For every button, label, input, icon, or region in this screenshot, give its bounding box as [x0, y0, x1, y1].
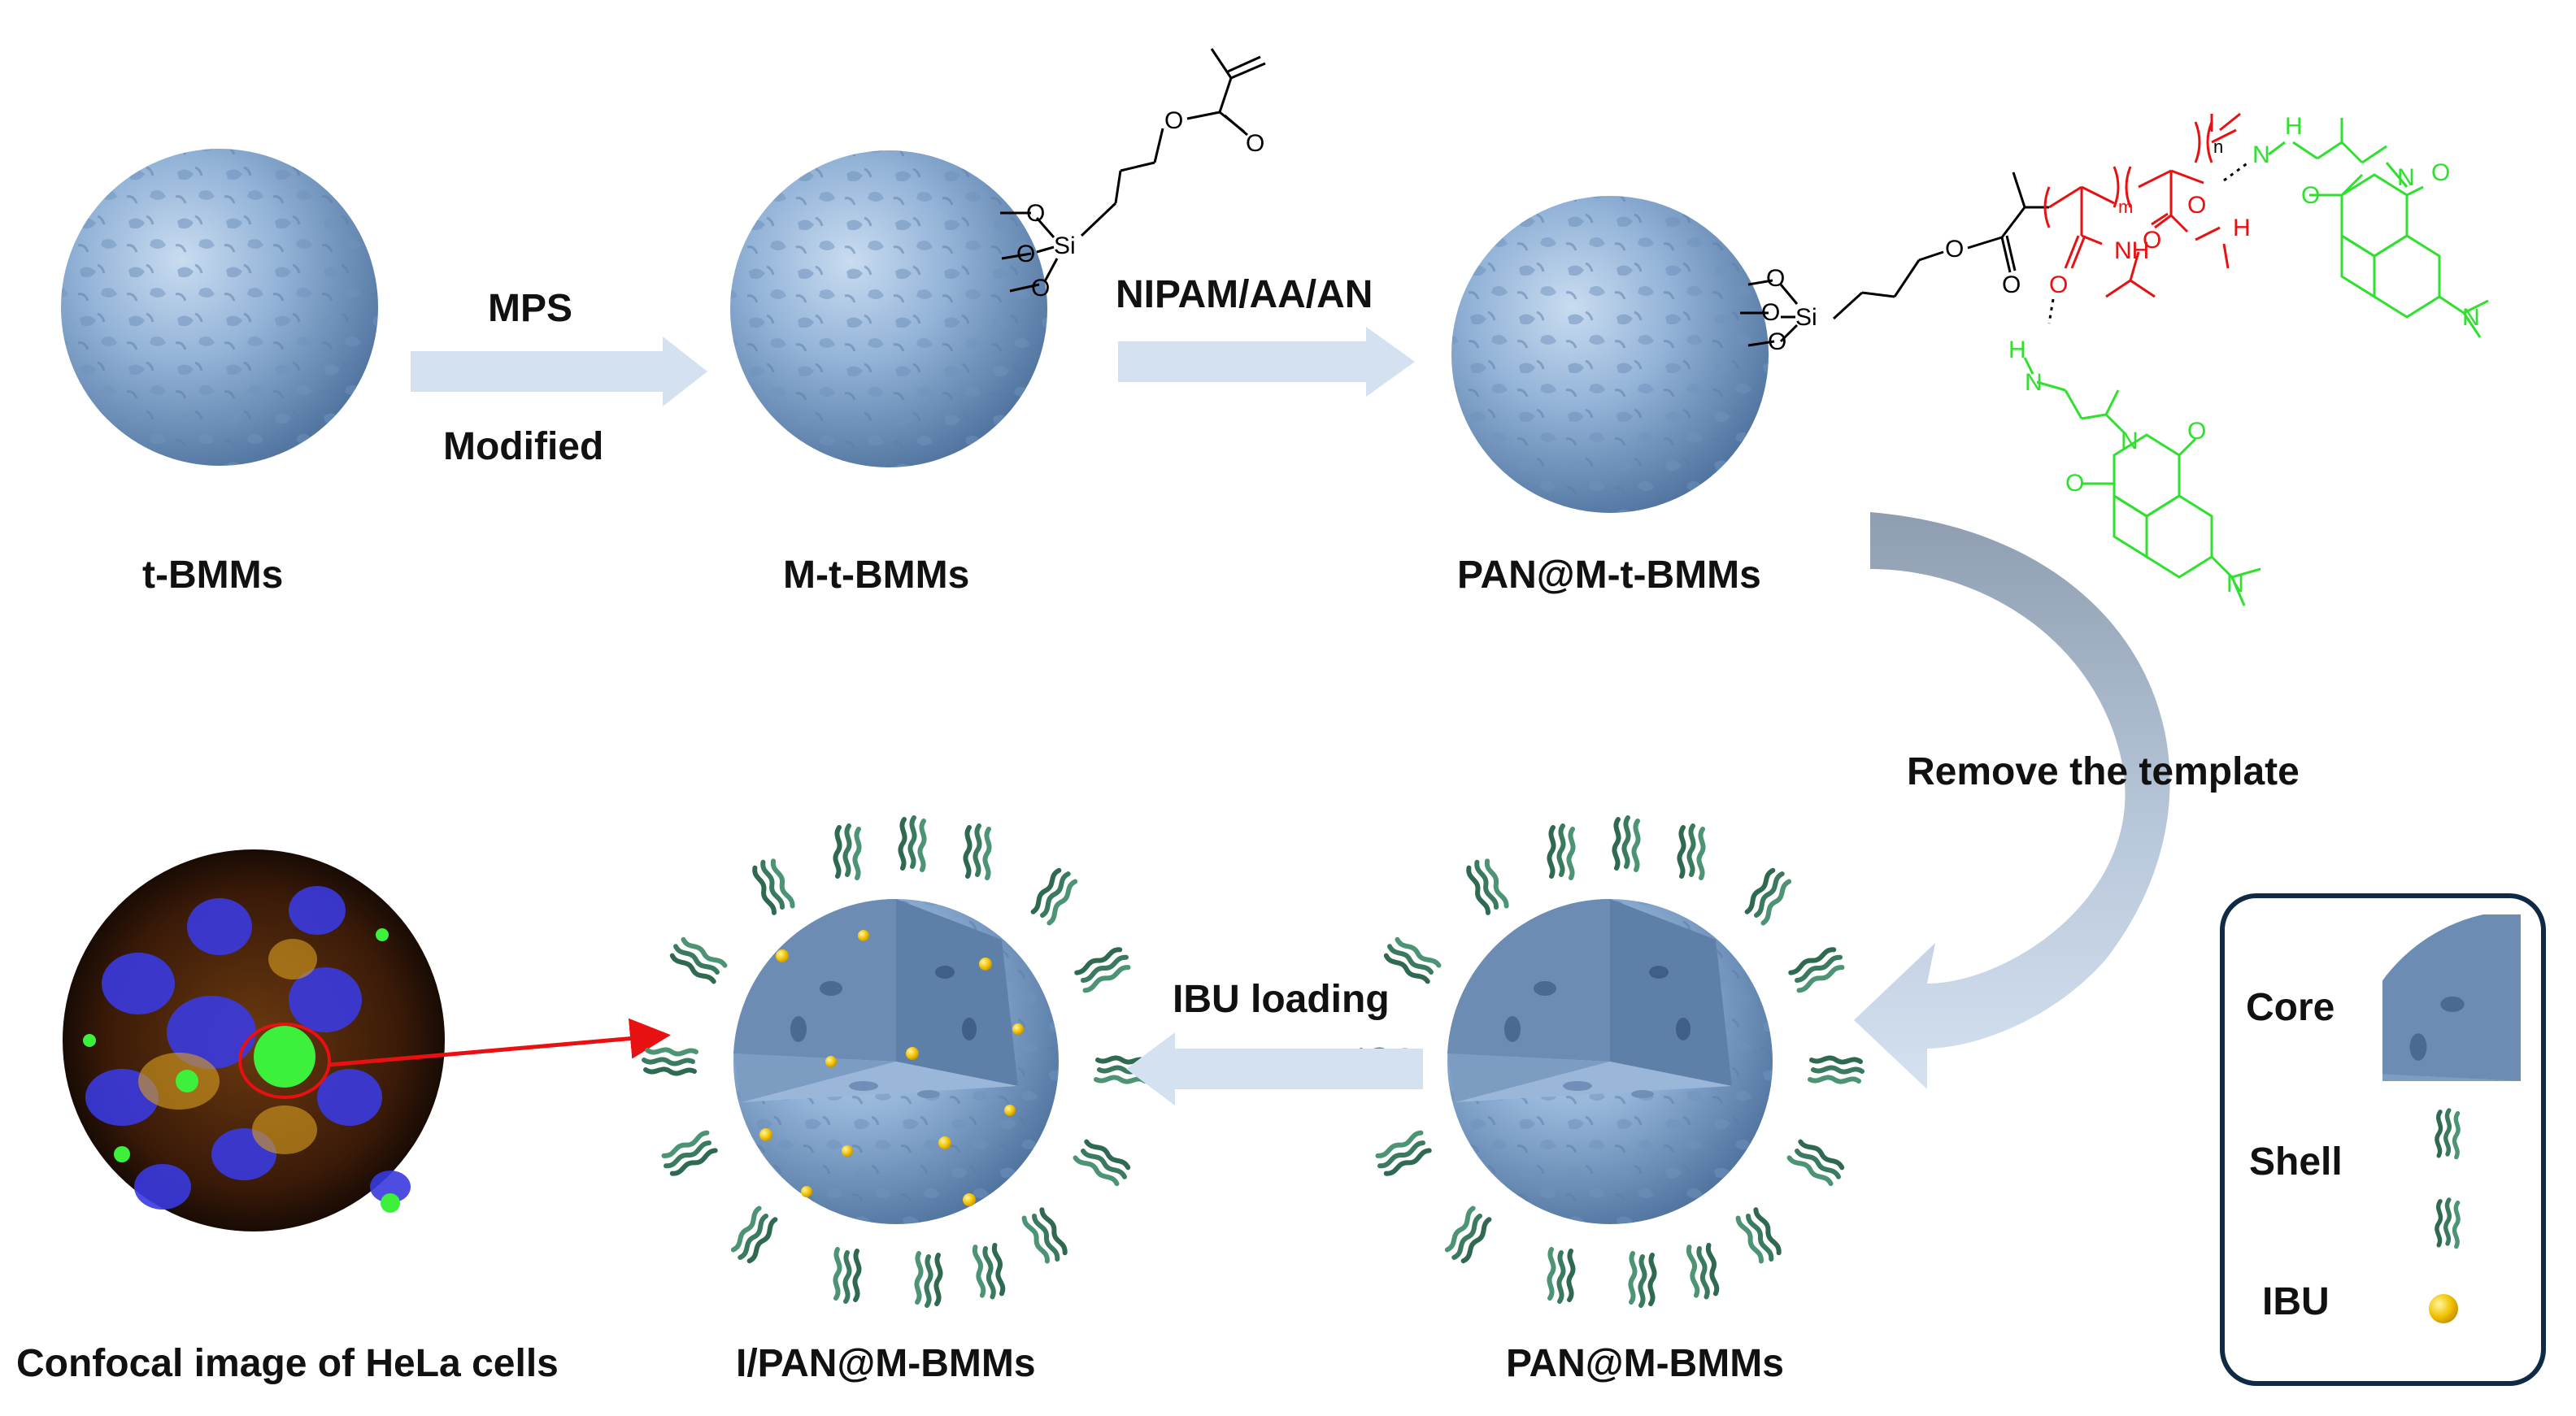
sphere-m-t-bmms — [730, 150, 1047, 467]
svg-text:N: N — [2462, 304, 2480, 331]
pan-linker — [1740, 172, 2049, 347]
dye-upper-atoms: N H N O O N — [2252, 113, 2480, 331]
polymer-backbone — [2043, 112, 2241, 298]
svg-text:O: O — [1945, 236, 1964, 263]
arrow-mps — [411, 337, 707, 406]
legend-core-label: Core — [2246, 986, 2335, 1029]
svg-text:N: N — [2226, 571, 2244, 597]
svg-text:O: O — [1026, 200, 1045, 227]
dye-lower-atoms: H N N O O N — [2008, 337, 2244, 597]
step-modified: Modified — [443, 425, 604, 468]
arrow-nipam — [1118, 327, 1415, 397]
legend-shell-label: Shell — [2249, 1140, 2343, 1184]
svg-text:H: H — [2008, 337, 2026, 363]
mps-atoms: O O O Si O O — [1016, 107, 1264, 302]
svg-text:N: N — [2397, 164, 2415, 191]
legend-ibu-label: IBU — [2262, 1280, 2330, 1323]
sphere-pan-m-bmms — [1358, 818, 1862, 1305]
polymer-atoms: NH O O O H m n — [2049, 137, 2251, 298]
svg-text:O: O — [2431, 159, 2450, 186]
svg-text:O: O — [1766, 265, 1785, 292]
label-i-pan-m-bmms: I/PAN@M-BMMs — [736, 1342, 1036, 1385]
confocal-image — [63, 849, 671, 1231]
label-pan-m-bmms: PAN@M-BMMs — [1506, 1342, 1784, 1385]
svg-text:O: O — [1164, 107, 1183, 134]
sphere-i-pan-m-bmms — [644, 818, 1148, 1305]
pan-linker-atoms: O O O Si O O — [1761, 236, 2021, 355]
sphere-t-bmms — [61, 149, 378, 466]
svg-text:O: O — [1031, 275, 1050, 302]
svg-text:O: O — [2301, 182, 2320, 209]
step-nipam: NIPAM/AA/AN — [1116, 273, 1373, 316]
svg-text:O: O — [2049, 271, 2068, 298]
svg-text:N: N — [2121, 428, 2139, 454]
step-ibu-loading: IBU loading — [1173, 978, 1390, 1021]
svg-text:O: O — [2187, 418, 2206, 445]
label-confocal: Confocal image of HeLa cells — [16, 1342, 559, 1385]
label-t-bmms: t-BMMs — [142, 554, 284, 597]
svg-text:O: O — [2143, 227, 2161, 254]
svg-text:O: O — [1768, 328, 1786, 355]
mps-structure — [1000, 48, 1266, 293]
svg-text:N: N — [2025, 369, 2043, 396]
svg-text:O: O — [1016, 241, 1035, 267]
legend-ibu-icon — [2429, 1294, 2458, 1323]
arrow-ibu-loading — [1126, 1032, 1423, 1105]
label-m-t-bmms: M-t-BMMs — [783, 554, 970, 597]
arrow-remove-template — [1854, 512, 2170, 1089]
svg-text:O: O — [2002, 271, 2021, 298]
ibu-particles — [759, 930, 1024, 1206]
hbond-dashes — [2047, 161, 2249, 324]
svg-text:m: m — [2118, 197, 2133, 217]
svg-text:O: O — [1246, 130, 1264, 157]
sphere-pan-m-t-bmms — [1451, 196, 1769, 513]
step-remove-template: Remove the template — [1907, 750, 2300, 793]
svg-text:H: H — [2233, 215, 2251, 241]
svg-text:Si: Si — [1054, 232, 1076, 259]
svg-text:H: H — [2285, 113, 2303, 140]
dye-upper — [2268, 118, 2489, 338]
svg-text:O: O — [1761, 299, 1780, 326]
svg-text:N: N — [2252, 141, 2270, 168]
svg-text:O: O — [2187, 192, 2206, 219]
svg-text:NH: NH — [2114, 237, 2149, 264]
svg-text:n: n — [2213, 137, 2223, 157]
svg-text:O: O — [2065, 470, 2084, 497]
step-mps: MPS — [488, 287, 573, 330]
label-pan-m-t-bmms: PAN@M-t-BMMs — [1457, 554, 1761, 597]
svg-text:Si: Si — [1795, 304, 1817, 331]
dye-lower — [2023, 357, 2261, 606]
